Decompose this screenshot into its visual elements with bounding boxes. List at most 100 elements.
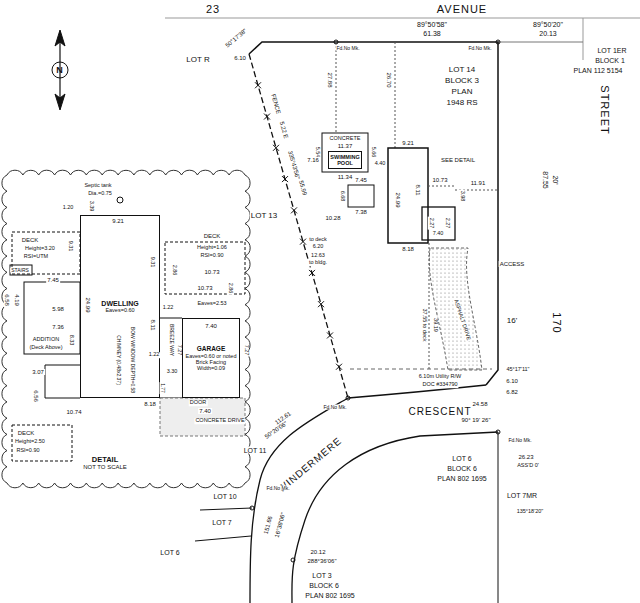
dimension-label: 39.19 (432, 317, 438, 333)
map-label: CHIMNEY (0.48x2.37) (116, 334, 121, 386)
dimension-label: 7.36 (51, 324, 65, 330)
map-label: RSI=0.90 (15, 448, 40, 454)
dimension-label: 20' (552, 174, 559, 185)
dimension-label: 1948 RS (445, 99, 478, 107)
map-line (249, 42, 498, 385)
dimension-label: 7.45 (354, 177, 368, 183)
map-line (200, 508, 252, 510)
dimension-label: 5.98 (51, 306, 65, 312)
street-name: 170 (551, 311, 562, 334)
dimension-label: 10.74 (65, 409, 82, 415)
node-note: Eaves=0.60 or noted (186, 353, 237, 359)
dimension-label: 8.11 (150, 318, 156, 331)
map-line (583, 18, 584, 60)
map-line (264, 114, 270, 120)
dimension-label: 26.70 (386, 71, 392, 88)
dimension-label: 11.34 (337, 174, 354, 180)
map-label: DECK (203, 233, 222, 239)
dimension-label: 3.39 (88, 200, 94, 213)
map-line (250, 398, 348, 603)
map-line (55, 94, 65, 110)
dimension-label: 135°18'20" (516, 509, 545, 515)
dimension-label: 7.40 (432, 231, 445, 237)
dimension-label: 3.30 (166, 369, 179, 375)
map-label: Dia.=0.75 (87, 191, 113, 197)
map-line (250, 506, 254, 510)
dimension-label: 20.12 (309, 549, 326, 555)
pool-box: SWIMMING POOL (328, 151, 362, 169)
dimension-label: 8.18 (143, 401, 157, 407)
map-line (117, 197, 123, 203)
map-label: LOT 13 (250, 212, 279, 220)
map-line (282, 176, 288, 182)
dimension-label: 10.73 (203, 269, 220, 275)
map-line (422, 207, 455, 240)
dimension-label: 9.31 (67, 240, 73, 253)
dimension-label: 6.10m Utility R/W (418, 374, 462, 380)
street-name: AVENUE (436, 4, 488, 15)
dimension-label: 10.28 (324, 215, 341, 221)
map-label: LOT 7MR (506, 492, 538, 499)
map-label: Height=2.50 (14, 439, 46, 445)
dimension-label: 1.77 (160, 382, 165, 394)
dimension-label: 335°43'56" (287, 149, 301, 180)
dimension-label: 2.27 (444, 217, 450, 230)
map-line (348, 185, 374, 207)
map-line (255, 82, 342, 369)
map-label: PLAN 112 5154 (573, 67, 624, 74)
map-line (12, 425, 72, 461)
dimension-label: 151.66 (262, 514, 273, 535)
map-label: Fd.No Mk. (467, 46, 492, 51)
street-name: 23 (205, 4, 221, 15)
map-label: LOT 1ER (596, 47, 627, 54)
map-label: BLOCK 3 (444, 77, 480, 85)
map-line (24, 282, 80, 354)
map-label: Fd.No Mk. (322, 405, 347, 410)
map-label: DOC #334790 (421, 382, 458, 388)
dimension-label: 89°50'58" (416, 21, 448, 28)
dimension-label: 8.33 (68, 334, 74, 347)
map-line (498, 42, 583, 43)
map-line (327, 332, 333, 338)
dimension-label: 1.20 (62, 205, 75, 211)
dimension-label: 90° 19' 26" (460, 417, 491, 423)
map-line (336, 364, 342, 370)
cloud-outline (2, 170, 250, 488)
map-line (336, 42, 337, 133)
map-label: LOT 3 (311, 572, 332, 579)
dimension-label: 1.22 (148, 352, 161, 358)
map-label: FENCE (270, 92, 282, 115)
dimension-label: 6.82 (505, 389, 519, 395)
dimension-label: 11.91 (470, 180, 487, 186)
map-label: PLAN 802 1695 (304, 592, 355, 599)
dimension-label: 7.27 (243, 344, 249, 357)
map-label: to bldg. (308, 260, 328, 266)
map-label: BLOCK 1 (594, 57, 626, 64)
node-title: DWELLING (101, 300, 138, 308)
dimension-label: 7.27 (176, 344, 182, 357)
dimension-label: 61.38 (422, 30, 442, 37)
map-label: LOT 14 (448, 66, 477, 74)
dimension-label: 45°17'11" (505, 367, 530, 373)
map-label: LOT 6 (451, 455, 472, 462)
dimension-label: 24.58 (471, 401, 488, 407)
dimension-label: 24.99 (85, 296, 91, 313)
dimension-label: 7.16 (306, 157, 320, 163)
map-line (348, 385, 486, 398)
map-label: BLOCK 6 (308, 582, 340, 589)
dimension-label: 6.10 (505, 378, 519, 384)
dimension-label: 6.20 (312, 244, 325, 250)
map-line (428, 186, 455, 187)
map-line (55, 30, 65, 46)
map-line (160, 398, 245, 436)
dimension-label: 9.31 (149, 256, 155, 269)
map-line (10, 265, 32, 275)
street-name: N (55, 66, 65, 75)
dimension-label: 7.40 (198, 408, 212, 414)
map-label: to deck (308, 237, 328, 243)
dimension-label: 5.22 E (278, 120, 289, 140)
node-note: NOT TO SCALE (60, 464, 150, 471)
map-line (429, 248, 482, 370)
map-label: Septic tank (83, 183, 112, 189)
